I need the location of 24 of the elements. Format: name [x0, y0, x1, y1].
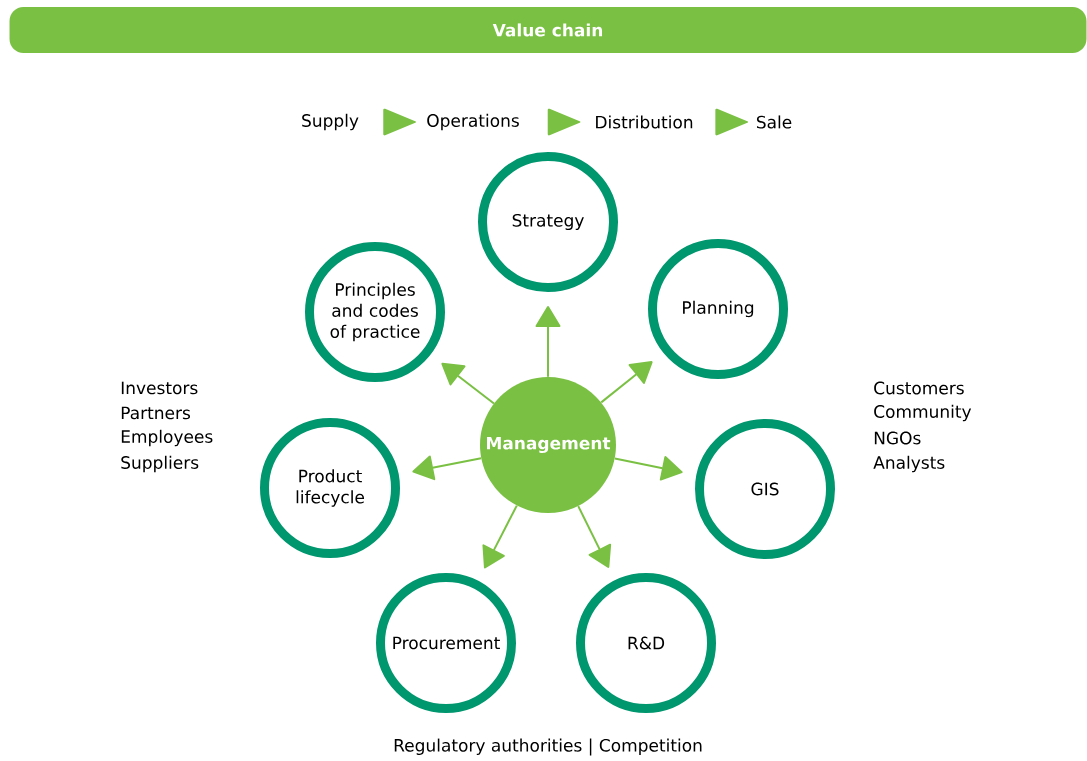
arrow [441, 362, 495, 405]
chevron-arrow [383, 108, 416, 136]
stage-label: Distribution [596, 115, 693, 129]
arrow [613, 456, 683, 481]
stakeholder-label: Investors [121, 381, 198, 395]
arrow [577, 505, 612, 568]
chevron-arrow [547, 108, 581, 136]
stage-label: Sale [756, 115, 792, 129]
chevron-arrow [715, 108, 749, 136]
arrow [482, 504, 518, 569]
stage-label: Operations [427, 113, 519, 131]
title-banner: Value chain [9, 7, 1087, 53]
stakeholder-label: Partners [121, 406, 191, 420]
stakeholder-label: Suppliers [121, 455, 199, 473]
stakeholder-label: Regulatory authorities | Competition [394, 738, 702, 756]
stakeholder-label: NGOs [874, 431, 921, 445]
arrow [412, 455, 483, 481]
stakeholder-label: Customers [874, 381, 964, 395]
stakeholder-label: Employees [121, 429, 213, 447]
stakeholder-label: Analysts [873, 455, 945, 473]
arrow [600, 361, 653, 404]
arrow [535, 306, 561, 378]
stage-label: Supply [302, 113, 359, 131]
stakeholder-label: Community [874, 404, 972, 422]
